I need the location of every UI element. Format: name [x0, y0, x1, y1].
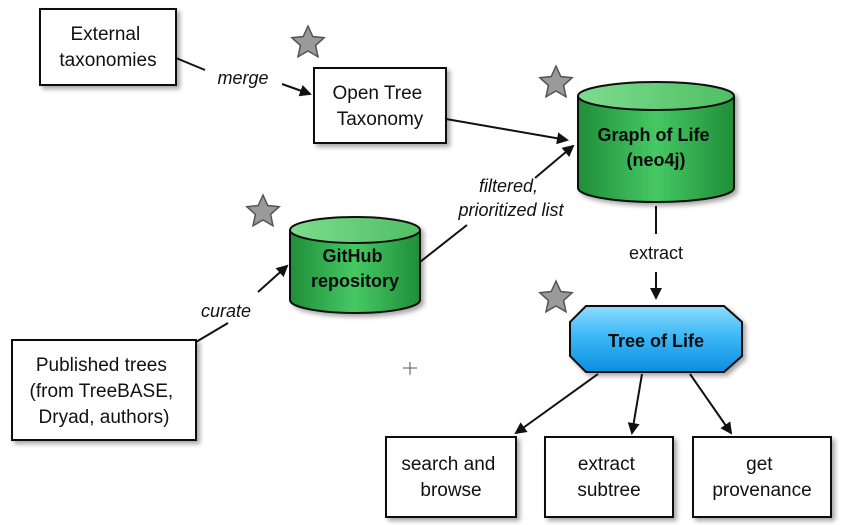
search-and-browse-line2: browse	[420, 480, 481, 501]
edges	[175, 57, 733, 435]
extract-subtree-line2: subtree	[577, 480, 640, 501]
edge-tree-to-extract	[627, 373, 643, 435]
star-icon-github-repository	[246, 194, 280, 227]
edge-label-merge: merge	[217, 68, 268, 88]
edge-github-to-graph-b	[534, 144, 575, 179]
crosshair-cursor-icon	[403, 362, 417, 375]
edge-label-extract: extract	[629, 243, 683, 263]
node-tree-of-life	[569, 305, 743, 373]
node-open-tree-taxonomy: Open Tree Taxonomy	[313, 67, 447, 144]
node-published-trees: Published trees (from TreeBASE, Dryad, a…	[11, 339, 197, 441]
svg-text:search and browse: search and browse	[401, 454, 500, 501]
node-github-repository	[289, 216, 421, 314]
get-provenance-line1: get	[746, 454, 773, 475]
edge-external-to-ott	[175, 57, 206, 71]
svg-text:Open Tree Taxonomy: Open Tree Taxonomy	[332, 83, 427, 130]
edge-label-curate: curate	[201, 301, 251, 321]
published-trees-line3: Dryad, authors)	[39, 407, 170, 428]
star-icon-open-tree-taxonomy	[291, 25, 325, 58]
edge-label-filtered-line1: filtered,	[479, 176, 538, 196]
external-taxonomies-line2: taxonomies	[59, 50, 156, 71]
published-trees-line2: (from TreeBASE,	[30, 381, 174, 402]
edge-ott-to-graph	[445, 118, 569, 145]
svg-text:External taxonomies: External taxonomies	[59, 24, 156, 71]
graph-of-life-line2: (neo4j)	[626, 150, 685, 170]
edge-published-to-github-b	[257, 264, 289, 293]
edge-tree-to-search	[514, 373, 599, 435]
open-tree-taxonomy-line1: Open Tree	[332, 83, 422, 104]
github-repository-line2: repository	[311, 271, 399, 291]
github-repository-line1: GitHub	[322, 246, 382, 266]
svg-text:get provenance: get provenance	[712, 454, 811, 501]
edge-published-to-github	[195, 322, 229, 343]
graph-of-life-line1: Graph of Life	[597, 125, 709, 145]
node-extract-subtree: extract subtree	[544, 436, 674, 518]
edge-tree-to-provenance	[689, 373, 733, 435]
extract-subtree-line1: extract	[578, 454, 636, 475]
node-graph-of-life	[577, 81, 735, 203]
edge-label-filtered: filtered, prioritized list	[457, 176, 564, 220]
svg-text:Published trees (from Tr: Published trees (from TreeBASE, Dryad, a…	[30, 355, 179, 428]
open-tree-taxonomy-line2: Taxonomy	[337, 109, 424, 130]
tree-of-life-label: Tree of Life	[608, 331, 704, 351]
node-get-provenance: get provenance	[692, 436, 832, 518]
search-and-browse-line1: search and	[401, 454, 495, 475]
node-search-and-browse: search and browse	[385, 436, 517, 518]
edge-github-to-graph	[419, 224, 468, 263]
github-repository-label: GitHub repository	[311, 246, 399, 291]
edge-external-to-ott-b	[281, 83, 312, 97]
get-provenance-line2: provenance	[712, 480, 811, 501]
star-icon-tree-of-life	[539, 280, 573, 313]
node-external-taxonomies: External taxonomies	[39, 8, 177, 86]
star-icon-graph-of-life	[539, 65, 573, 98]
external-taxonomies-line1: External	[71, 24, 141, 45]
svg-text:extract subtree: extract subtree	[577, 454, 640, 501]
edge-label-filtered-line2: prioritized list	[457, 200, 564, 220]
graph-of-life-label: Graph of Life (neo4j)	[597, 125, 714, 170]
published-trees-line1: Published trees	[36, 355, 167, 376]
